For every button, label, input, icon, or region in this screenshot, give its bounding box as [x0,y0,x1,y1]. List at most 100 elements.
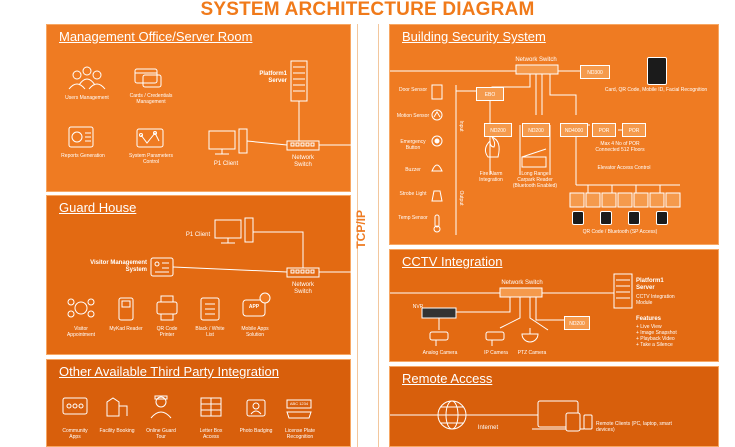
letter-box-icon [200,397,222,417]
nd200-controller-a: ND200 [484,123,512,137]
strobe-light-label: Strobe Light [399,191,427,197]
photo-badging-icon [246,399,266,417]
ebo-controller: EBO [476,87,504,101]
network-switch-icon [499,287,543,298]
mykad-reader-icon [118,297,134,321]
ptz-camera-label: PTZ Camera [517,350,547,356]
third-party-graphics [62,395,312,419]
mobile-app-icon [242,292,271,317]
users-icon [68,66,106,90]
reader-tablet [647,57,667,85]
nd4000-controller: ND4000 [560,123,588,137]
elevator-label: Elevator Access Control [597,165,651,171]
analog-camera-label: Analog Camera [422,350,458,356]
black-white-list-label: Black / White List [195,326,225,338]
pc-client-icon [208,128,248,155]
server-rack-icon [613,273,633,309]
cctv-title: CCTV Integration [402,254,503,269]
third-party-panel: Other Available Third Party Integration … [46,359,351,447]
license-plate-label: License Plate Recognition [284,428,316,440]
card-icon [134,68,162,88]
facility-booking-icon [106,397,128,417]
feature-live-view: + Live View [636,324,662,330]
cards-management-label: Cards / Credentials Management [129,93,173,105]
nd200-controller-b: ND200 [522,123,550,137]
strobe-light-icon [431,190,443,202]
security-switch-label: Network Switch [515,57,557,63]
management-title: Management Office/Server Room [59,29,253,44]
nd300-controller: ND300 [580,65,610,79]
nvr-label: NVR [412,304,424,310]
guard-tour-icon [150,395,172,419]
photo-badging-label: Photo Badging [239,428,273,434]
qr-printer-icon [156,295,178,321]
system-parameters-label: System Parameters Control [129,153,173,165]
management-panel: Management Office/Server Room [46,24,352,192]
guard-graphics [67,217,352,321]
visitor-system-icon [150,257,174,277]
globe-icon [437,400,467,430]
max-por-label: Max 4 No of POR Connected 512 Floors [595,141,645,153]
por-module-1: POR [592,123,616,137]
elevator-reader-2 [600,211,612,225]
tcp-ip-label: TCP/IP [354,210,368,249]
mobile-apps-label: Mobile Apps Solution [241,326,269,338]
network-switch-icon [286,140,320,151]
users-management-label: Users Management [65,95,109,101]
ptz-camera-icon [521,328,539,343]
cctv-switch-label: Network Switch [501,280,543,286]
security-graphics [390,64,681,235]
ip-camera-label: IP Camera [484,350,508,356]
card-access-label: Card, QR Code, Mobile ID, Facial Recogni… [604,87,708,93]
door-sensor-label: Door Sensor [398,87,428,93]
network-switch-icon [515,64,559,75]
p1-client-label: P1 Client [213,161,239,167]
p1-client-label: P1 Client [185,232,211,238]
management-graphics [68,60,352,155]
feature-take-silence: + Take a Silence [636,342,673,348]
internet-label: Internet [477,425,499,431]
black-white-list-icon [200,297,220,321]
qr-bluetooth-label: QR Code / Bluetooth (SP Access) [582,229,658,235]
remote-clients-label: Remote Clients (PC, laptop, smart device… [596,421,672,433]
emergency-button-label: Emergency Button [400,139,426,151]
reports-generation-label: Reports Generation [61,153,105,159]
ip-camera-icon [485,331,505,346]
feature-image-snapshot: + Image Snapshot [636,330,677,336]
buzzer-label: Buzzer [405,167,421,173]
visitor-management-label: Visitor Management System [90,260,147,273]
motion-sensor-label: Motion Sensor [396,113,430,119]
server-rack-icon [290,60,308,102]
platform-server-label: Platform1 Server [259,71,287,84]
cctv-graphics [390,273,633,346]
qr-code-printer-label: QR Code Printer [156,326,178,338]
elevator-panels-icon [569,192,681,208]
guard-house-panel: Guard House [46,195,352,355]
long-range-label: Long Range Carpark Reader (Bluetooth Ena… [512,171,558,189]
nd200-controller: ND200 [564,316,590,330]
mykad-reader-label: MyKad Reader [109,326,143,332]
visitor-appointment-label: Visitor Appointment [66,326,96,338]
features-title: Features [636,316,662,322]
network-switch-label: Network Switch [291,155,314,168]
por-module-2: POR [622,123,646,137]
security-title: Building Security System [402,29,546,44]
nvr-icon [421,307,457,319]
remote-access-title: Remote Access [402,371,493,386]
third-party-title: Other Available Third Party Integration [59,364,279,379]
cctv-server-note: CCTV Integration Module [636,294,675,306]
fire-alarm-label: Fire Alarm Integration [479,171,503,183]
license-plate-icon [286,399,312,419]
report-icon [68,126,94,148]
network-switch-label: Network Switch [291,282,314,295]
pc-client-icon [214,217,254,244]
elevator-reader-4 [656,211,668,225]
devices-icon [532,400,593,432]
temp-sensor-icon [433,214,441,233]
security-panel: Building Security System [389,24,719,245]
visitor-appointment-icon [67,298,95,318]
analog-camera-icon [429,331,449,346]
elevator-reader-1 [572,211,584,225]
cctv-panel: CCTV Integration Network Switch NVR ND20… [389,249,719,362]
page-title: SYSTEM ARCHITECTURE DIAGRAM [200,0,535,20]
